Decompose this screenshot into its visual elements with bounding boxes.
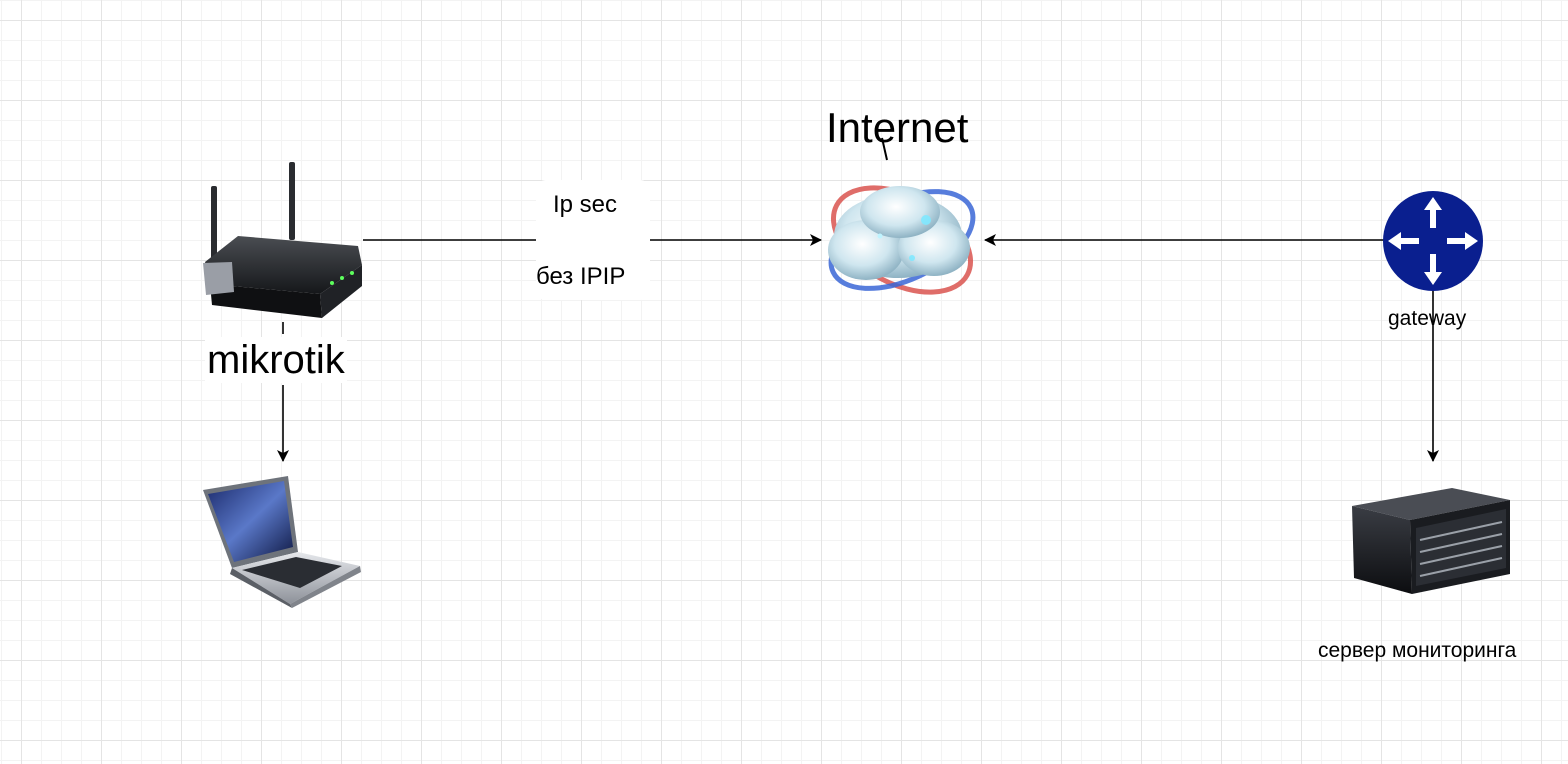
laptop-icon[interactable] — [203, 476, 361, 608]
mikrotik-label: mikrotik — [205, 337, 347, 383]
wifi-router-icon[interactable] — [203, 162, 362, 318]
edge-label-background — [536, 180, 650, 300]
edge-internet-stub — [881, 137, 888, 161]
edge-label-no-ipip: без IPIP — [536, 263, 626, 290]
server-label: сервер мониторинга — [1318, 639, 1517, 662]
rack-server-icon[interactable] — [1352, 488, 1510, 594]
internet-label: Internet — [826, 104, 969, 151]
edge-label-ipsec: Ip sec — [553, 191, 618, 218]
cloud-globe-icon[interactable] — [816, 166, 988, 313]
gateway-label: gateway — [1388, 307, 1467, 330]
router-symbol-icon[interactable] — [1383, 191, 1483, 291]
